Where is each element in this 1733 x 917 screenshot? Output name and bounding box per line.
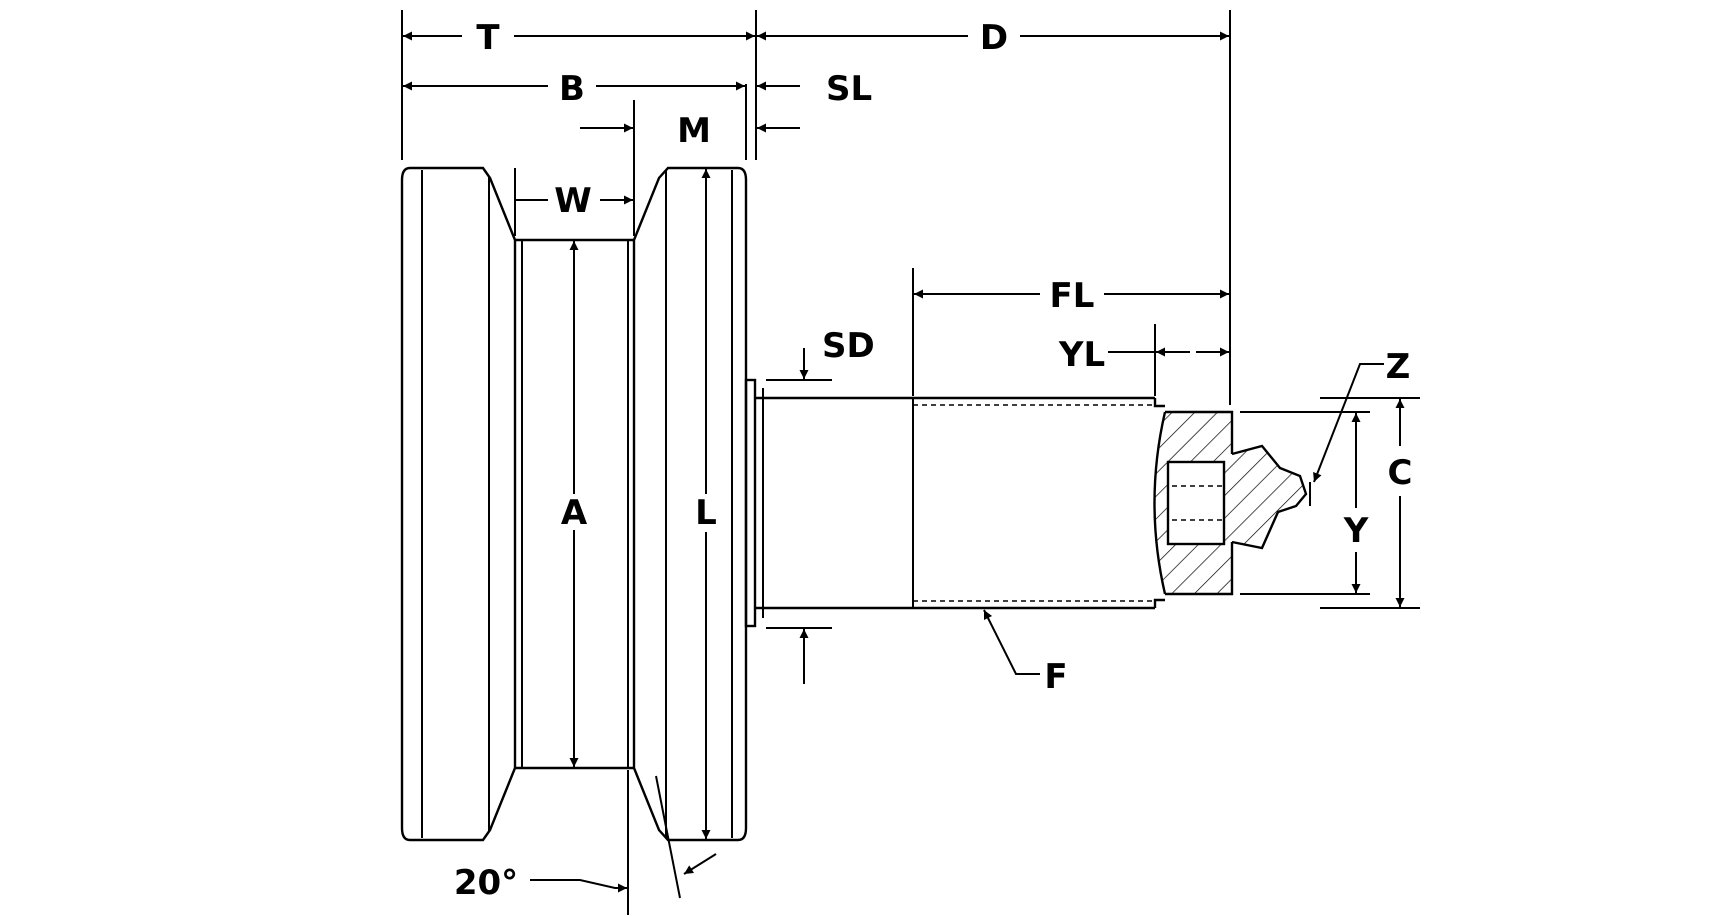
grease-fitting-section bbox=[1153, 410, 1311, 596]
dimension-lines bbox=[403, 31, 1405, 893]
label-W: W bbox=[554, 181, 592, 221]
label-angle: 20° bbox=[454, 863, 518, 903]
label-F: F bbox=[1044, 657, 1067, 697]
label-C: C bbox=[1388, 453, 1413, 493]
label-T: T bbox=[476, 18, 500, 58]
label-M: M bbox=[677, 111, 711, 151]
label-SL: SL bbox=[826, 69, 872, 109]
label-D: D bbox=[980, 18, 1008, 58]
label-FL: FL bbox=[1050, 276, 1095, 316]
extension-lines bbox=[401, 10, 1420, 915]
label-Y: Y bbox=[1343, 511, 1369, 551]
label-Z: Z bbox=[1386, 347, 1411, 387]
label-L: L bbox=[695, 493, 717, 533]
roller-body bbox=[400, 166, 764, 842]
label-A: A bbox=[561, 493, 588, 533]
label-YL: YL bbox=[1058, 335, 1105, 375]
label-B: B bbox=[559, 69, 585, 109]
stud-shaft bbox=[755, 396, 1165, 610]
label-SD: SD bbox=[822, 326, 875, 366]
